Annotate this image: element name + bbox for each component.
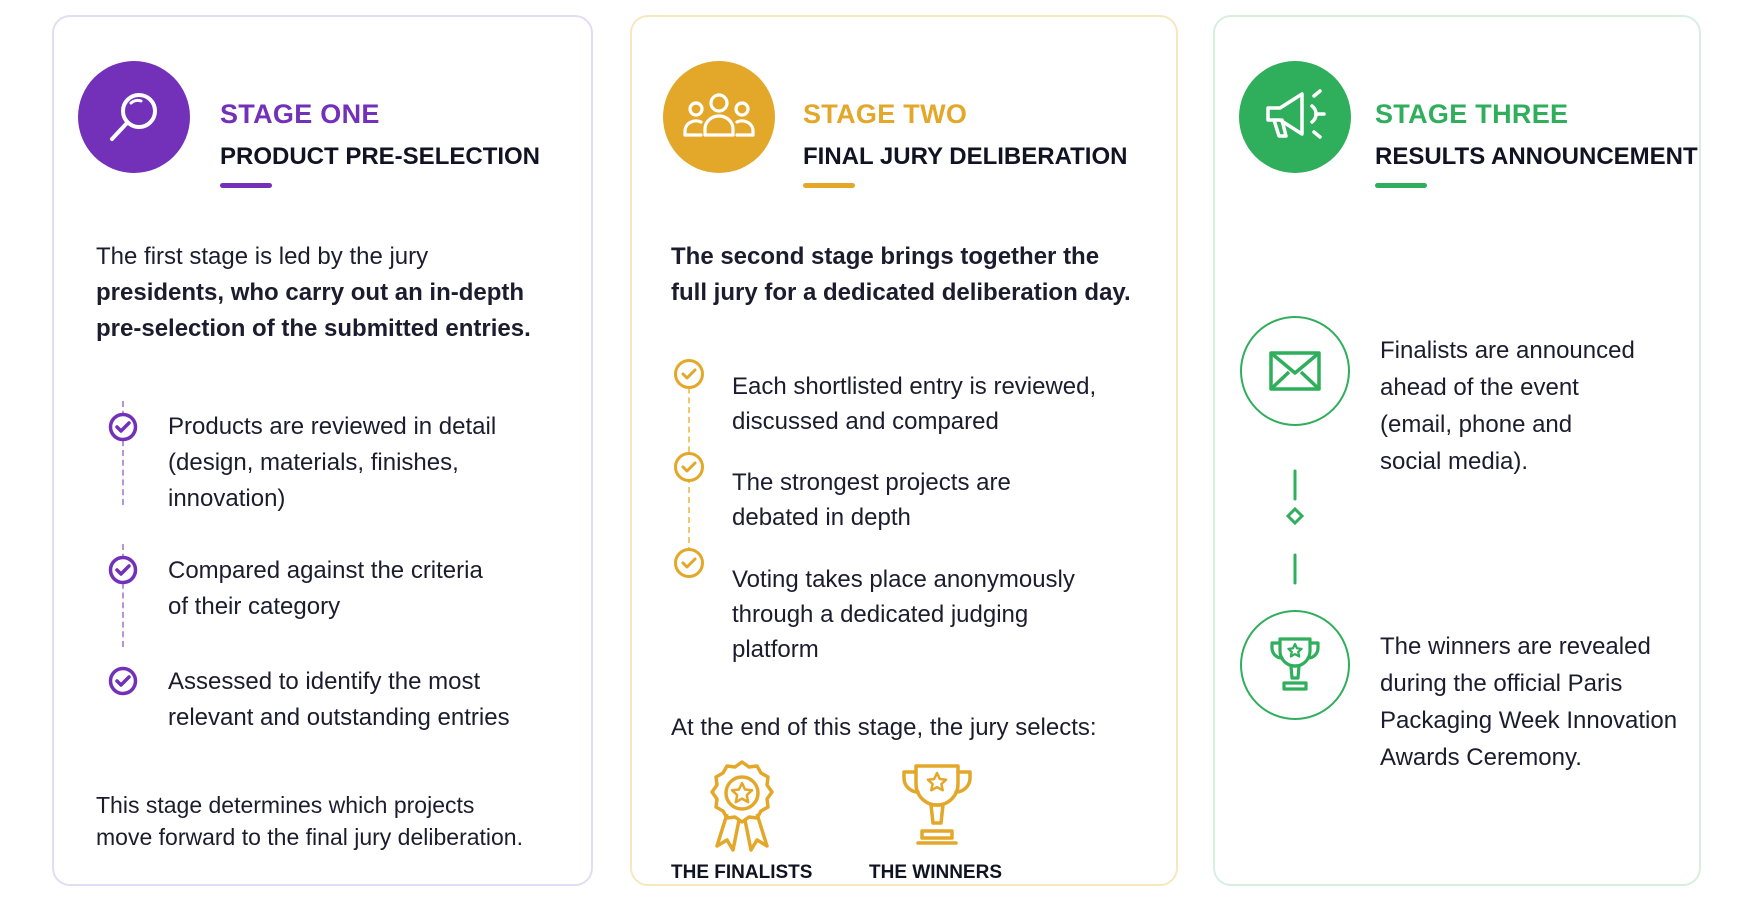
megaphone-icon	[1239, 61, 1351, 173]
rosette-icon	[710, 760, 774, 852]
check-circle-icon	[674, 548, 704, 578]
check-circle-icon	[108, 412, 138, 442]
group-icon	[663, 61, 775, 173]
intro-text: The second stage brings together the ful…	[671, 243, 1131, 306]
timeline-connector	[688, 467, 690, 553]
check-circle-icon	[674, 359, 704, 389]
stage-three-card: STAGE THREE RESULTS ANNOUNCEMENT Finalis…	[1213, 15, 1701, 886]
select-text: At the end of this stage, the jury selec…	[671, 714, 1097, 741]
timeline-connector	[122, 401, 124, 505]
stage-one-card: STAGE ONE PRODUCT PRE-SELECTION The firs…	[52, 15, 593, 886]
stage-title: STAGE ONE	[220, 99, 380, 129]
award-label: THE FINALISTS	[671, 862, 813, 883]
stage-subtitle: RESULTS ANNOUNCEMENT	[1375, 143, 1698, 170]
accent-bar	[1375, 183, 1427, 188]
list-item: Each shortlisted entry is reviewed,discu…	[732, 373, 1097, 435]
envelope-icon	[1240, 316, 1350, 426]
accent-bar	[220, 183, 272, 188]
accent-bar	[803, 183, 855, 188]
list-item: Products are reviewed in detail(design, …	[168, 413, 497, 512]
trophy-icon	[902, 764, 972, 845]
trophy-icon	[1240, 610, 1350, 720]
stage-subtitle: PRODUCT PRE-SELECTION	[220, 143, 541, 170]
check-circle-icon	[108, 555, 138, 585]
timeline-connector	[688, 368, 690, 462]
timeline-connector	[1285, 469, 1305, 585]
stage-title: STAGE THREE	[1375, 99, 1569, 129]
check-circle-icon	[108, 666, 138, 696]
timeline-connector	[122, 544, 124, 647]
stage-subtitle: FINAL JURY DELIBERATION	[803, 143, 1128, 170]
check-circle-icon	[674, 452, 704, 482]
magnifier-icon	[78, 61, 190, 173]
award-label: THE WINNERS	[869, 862, 1002, 883]
stage-two-card: STAGE TWO FINAL JURY DELIBERATION The se…	[630, 15, 1178, 886]
intro-text: The first stage is led by the jury presi…	[96, 243, 531, 342]
stage-title: STAGE TWO	[803, 99, 968, 129]
